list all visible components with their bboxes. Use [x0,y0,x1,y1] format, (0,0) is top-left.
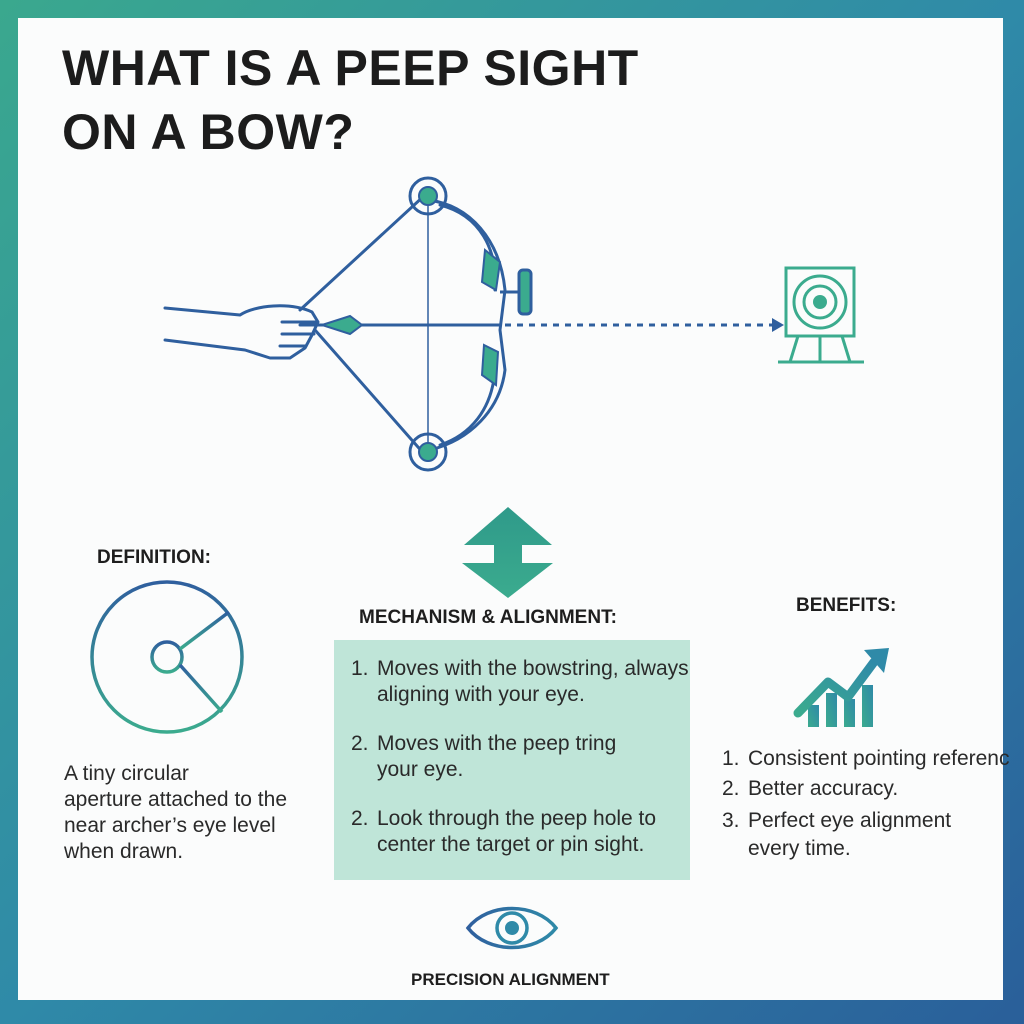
mechanism-item: 1. Moves with the bowstring, always align… [351,656,689,708]
benefits-item: 1. Consistent pointing referenc [722,745,1010,773]
definition-line-2: aperture attached to the [64,788,287,811]
title-line-2: ON A BOW? [62,104,355,160]
mechanism-item-line1: Look through the peep hole to [377,807,657,830]
benefits-item-line1: Consistent pointing referenc [748,747,1010,770]
mechanism-item-line2: aligning with your eye. [377,683,585,706]
mechanism-panel: 1. Moves with the bowstring, always align… [334,640,690,880]
title-line-1: WHAT IS A PEEP SIGHT [62,40,639,96]
definition-line-1: A tiny circular [64,762,189,785]
mechanism-item-line2: center the target or pin sight. [377,833,645,856]
benefits-item-number: 3. [722,809,740,832]
mechanism-item: 2. Look through the peep hole to center t… [351,806,656,858]
page-title: WHAT IS A PEEP SIGHT ON A BOW? [62,36,702,164]
benefits-item-line1: Better accuracy. [748,777,899,800]
definition-line-4: when drawn. [64,840,184,863]
benefits-item-line1: Perfect eye alignment [748,809,952,832]
footer-label: PRECISION ALIGNMENT [411,970,610,989]
definition-text: A tiny circular aperture attached to the… [64,761,287,865]
mechanism-item-line1: Moves with the bowstring, always [377,657,689,680]
mechanism-item: 2. Moves with the peep tring your eye. [351,731,616,783]
definition-line-3: near archer’s eye level [64,814,276,837]
definition-heading: DEFINITION: [97,547,211,568]
benefits-item-number: 2. [722,777,740,800]
mechanism-item-number: 1. [351,657,369,680]
mechanism-item-line1: Moves with the peep tring [377,732,617,755]
benefits-item: 3. Perfect eye alignment every time. [722,807,951,863]
benefits-item-number: 1. [722,747,740,770]
benefits-heading: BENEFITS: [796,595,897,616]
mechanism-item-line2: your eye. [377,758,464,781]
benefits-item-line2: every time. [748,837,851,860]
mechanism-heading: MECHANISM & ALIGNMENT: [359,607,617,628]
benefits-item: 2. Better accuracy. [722,775,898,803]
mechanism-item-number: 2. [351,807,369,830]
mechanism-item-number: 2. [351,732,369,755]
